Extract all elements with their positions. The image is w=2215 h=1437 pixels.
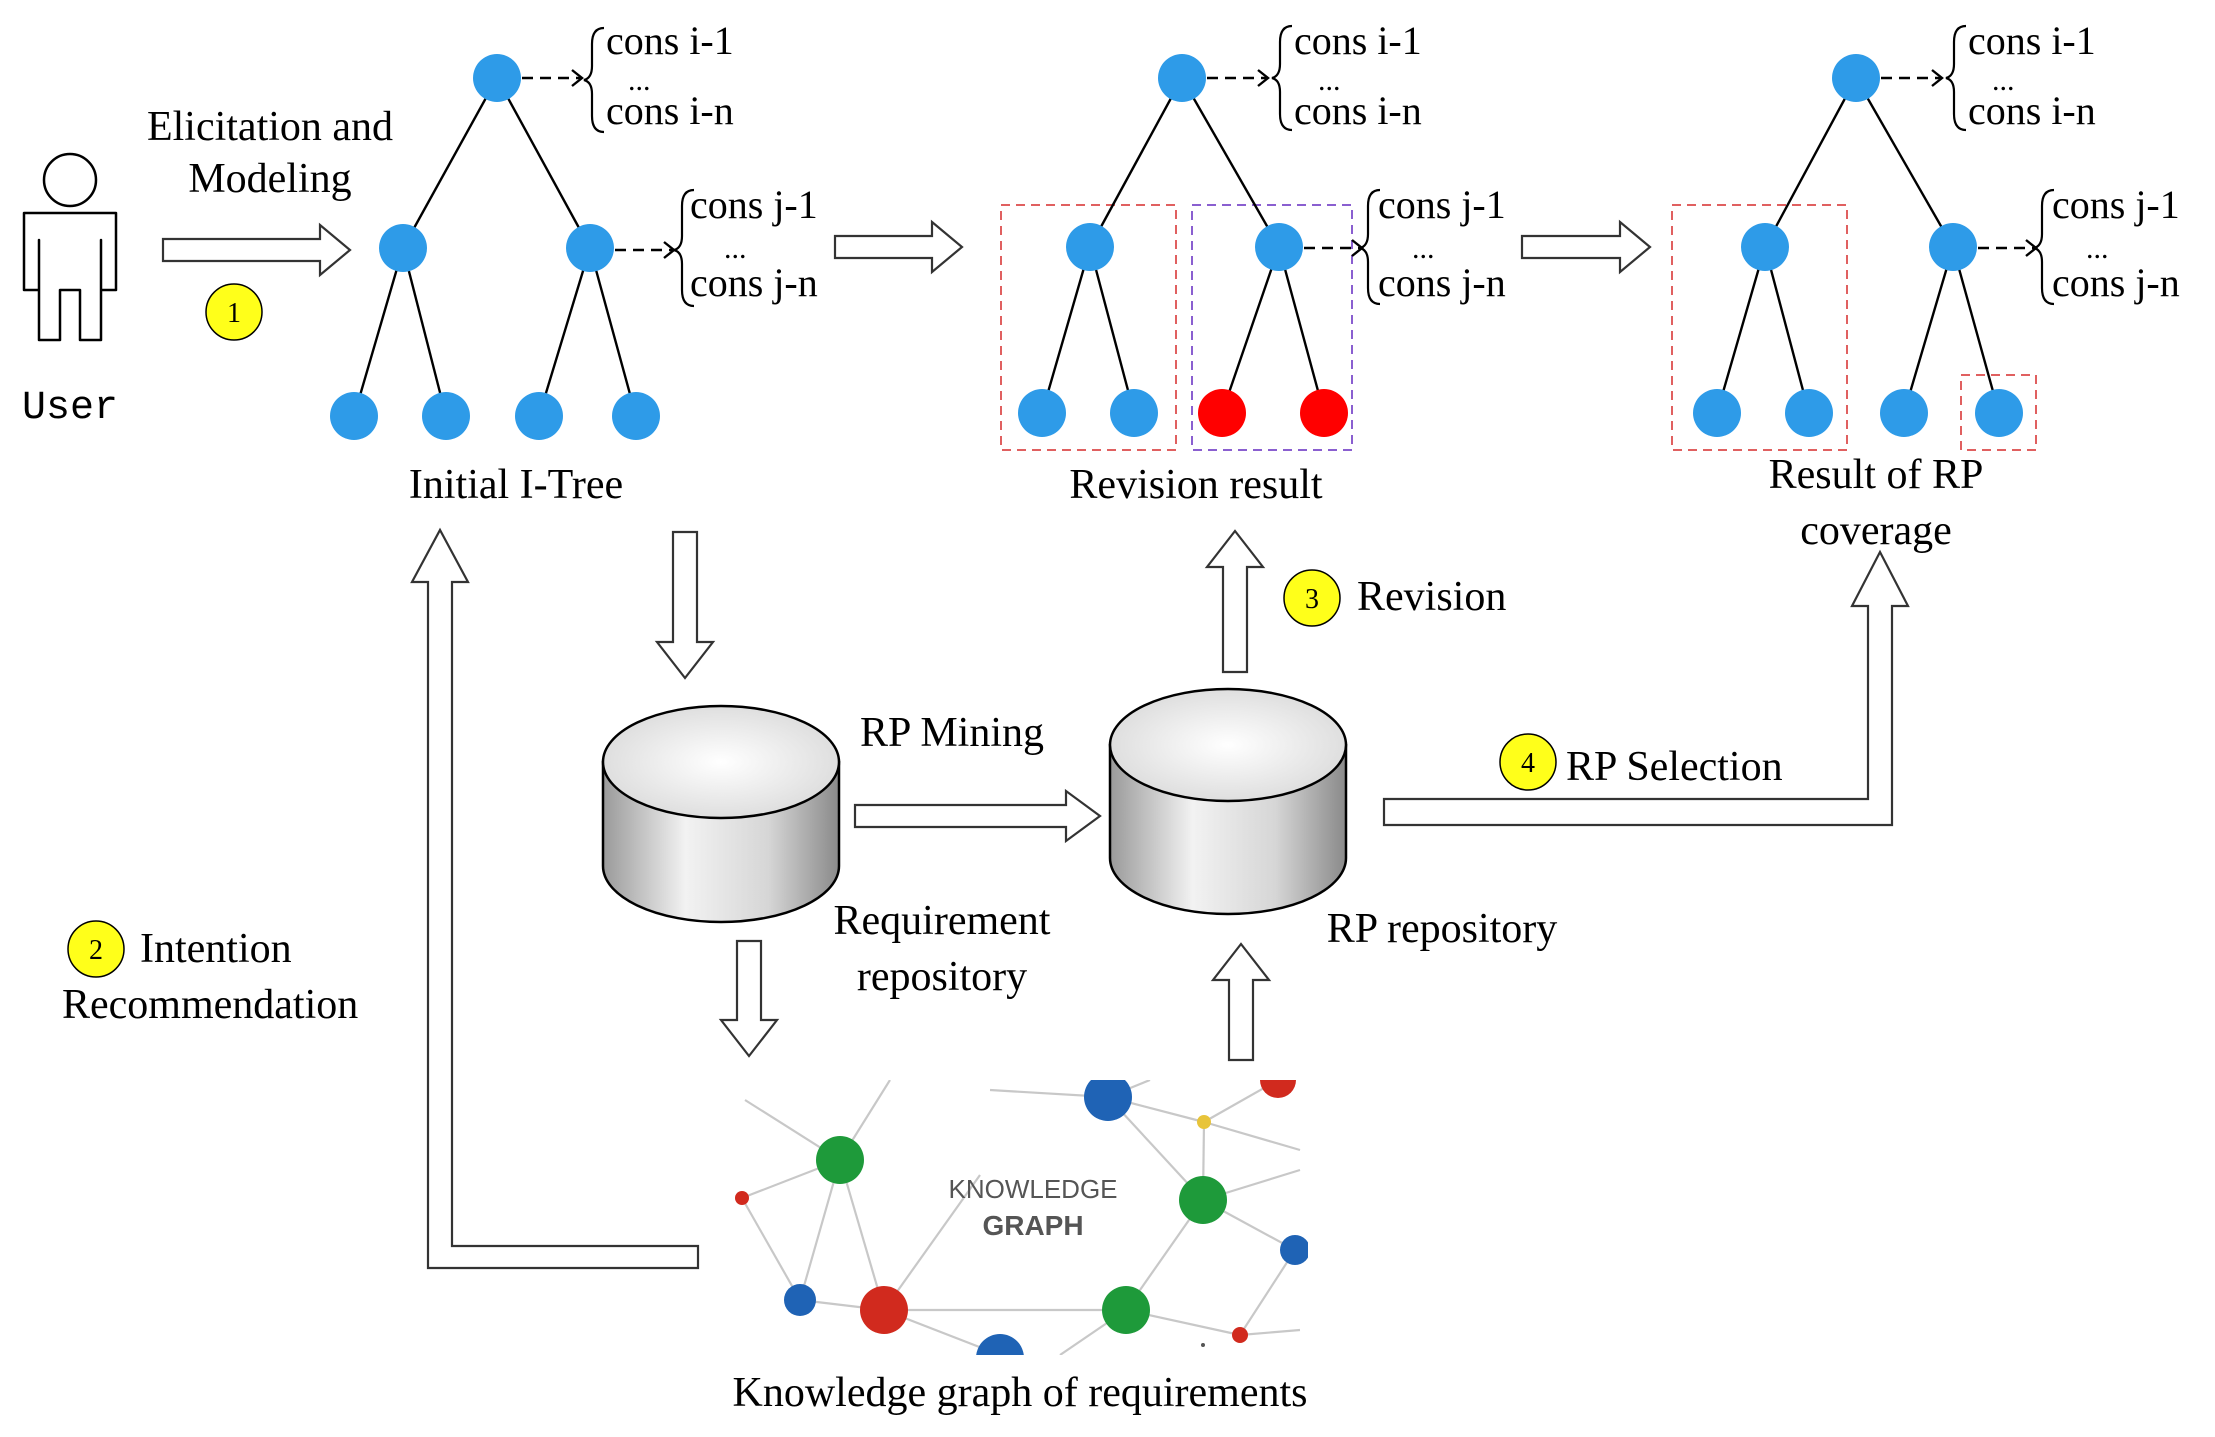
rp-coverage-label-line2: coverage — [1800, 508, 1952, 554]
tree-node — [1785, 389, 1833, 437]
kg-caption: Knowledge graph of requirements — [733, 1370, 1308, 1416]
kg-word-knowledge: KNOWLEDGE — [948, 1174, 1117, 1204]
ellipsis: ... — [1412, 232, 1435, 265]
step-4-badge: 4 — [1499, 733, 1557, 791]
tree1-to-tree2-arrow — [833, 219, 964, 275]
ellipsis: ... — [1318, 64, 1341, 97]
user-icon — [22, 152, 118, 342]
tree-node — [379, 224, 427, 272]
requirement-repo-to-kg-arrow — [718, 939, 780, 1058]
cons-i-n-label: cons i-n — [1968, 88, 2096, 133]
constraint-brace — [1359, 188, 1381, 306]
kg-to-rp-repo-arrow — [1210, 942, 1272, 1062]
rp-mining-arrow — [853, 788, 1102, 844]
cons-i-1-label: cons i-1 — [1294, 18, 1422, 63]
rp-repository-label: RP repository — [1327, 906, 1558, 952]
intention-recommendation-arrow — [410, 527, 700, 1270]
rp-repository-icon — [1108, 687, 1348, 916]
revised-node — [1198, 389, 1246, 437]
cons-j-n-label: cons j-n — [690, 260, 818, 305]
requirement-repo-label-line1: Requirement — [834, 898, 1051, 944]
constraint-brace — [1945, 24, 1967, 132]
ellipsis: ... — [1992, 64, 2015, 97]
tree-node — [1832, 54, 1880, 102]
revision-result-label: Revision result — [1069, 462, 1322, 508]
ellipsis: ... — [2086, 232, 2109, 265]
rp-mining-label: RP Mining — [860, 710, 1044, 756]
cons-j-n-label: cons j-n — [1378, 260, 1506, 305]
tree-node — [1929, 223, 1977, 271]
svg-text:3: 3 — [1305, 584, 1319, 615]
rp-coverage-label-line1: Result of RP — [1769, 452, 1984, 498]
tree-node — [473, 54, 521, 102]
tree-node — [1158, 54, 1206, 102]
svg-text:4: 4 — [1521, 748, 1535, 779]
ellipsis: ... — [724, 232, 747, 265]
tree-node — [1066, 223, 1114, 271]
tree-node — [1255, 223, 1303, 271]
intention-label-line1: Intention — [140, 926, 292, 972]
kg-word-graph: GRAPH — [982, 1210, 1083, 1241]
tree-node — [1741, 223, 1789, 271]
intention-label-line2: Recommendation — [62, 982, 358, 1028]
cons-j-1-label: cons j-1 — [1378, 182, 1506, 227]
tree-node — [1018, 389, 1066, 437]
revision-label: Revision — [1357, 574, 1506, 620]
cons-i-n-label: cons i-n — [606, 88, 734, 133]
cons-j-1-label: cons j-1 — [690, 182, 818, 227]
initial-i-tree — [330, 54, 676, 440]
tree-node — [1880, 389, 1928, 437]
ellipsis: ... — [628, 64, 651, 97]
tree-node — [515, 392, 563, 440]
revised-node — [1300, 389, 1348, 437]
user-label: User — [22, 386, 118, 431]
tree-node — [566, 224, 614, 272]
svg-text:1: 1 — [227, 298, 241, 329]
tree-node — [612, 392, 660, 440]
cons-i-1-label: cons i-1 — [606, 18, 734, 63]
tree2-to-tree3-arrow — [1520, 219, 1652, 275]
elicitation-arrow — [161, 222, 352, 278]
requirement-repository-icon — [601, 704, 841, 924]
initial-tree-label: Initial I-Tree — [409, 462, 623, 508]
constraint-brace — [673, 188, 695, 308]
step-1-badge: 1 — [205, 283, 263, 341]
constraint-brace — [1271, 24, 1293, 132]
cons-j-1-label: cons j-1 — [2052, 182, 2180, 227]
tree-node — [1975, 389, 2023, 437]
tree-node — [422, 392, 470, 440]
requirement-repo-label-line2: repository — [857, 954, 1027, 1000]
step-2-badge: 2 — [67, 920, 125, 978]
revision-arrow — [1204, 529, 1266, 674]
rp-coverage-tree — [1671, 54, 2038, 451]
elicitation-label-line2: Modeling — [188, 156, 351, 202]
rp-selection-arrow — [1382, 549, 1910, 827]
tree-node — [330, 392, 378, 440]
tree-node — [1693, 389, 1741, 437]
constraint-brace — [583, 26, 605, 134]
cons-i-1-label: cons i-1 — [1968, 18, 2096, 63]
svg-text:2: 2 — [89, 935, 103, 966]
rp-selection-label: RP Selection — [1566, 744, 1783, 790]
constraint-brace — [2033, 188, 2055, 306]
elicitation-label-line1: Elicitation and — [147, 104, 393, 150]
tree-node — [1110, 389, 1158, 437]
tree-to-requirement-repo-arrow — [654, 530, 716, 680]
revision-tree — [1000, 54, 1364, 451]
knowledge-graph-image: KNOWLEDGE GRAPH — [728, 1080, 1308, 1355]
step-3-badge: 3 — [1283, 569, 1341, 627]
cons-i-n-label: cons i-n — [1294, 88, 1422, 133]
cons-j-n-label: cons j-n — [2052, 260, 2180, 305]
